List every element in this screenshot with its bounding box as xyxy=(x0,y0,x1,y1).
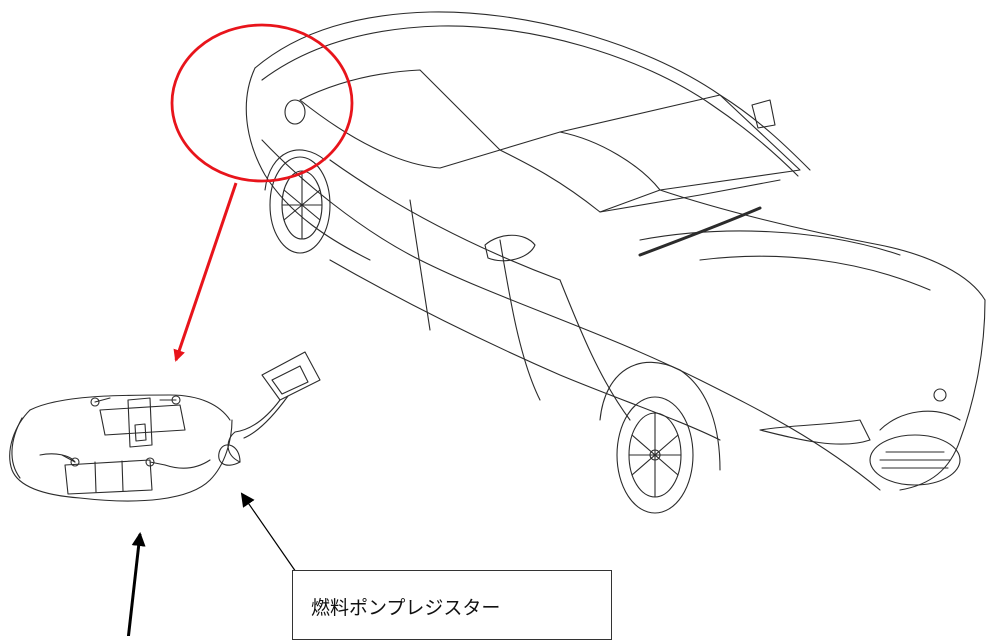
car-icon xyxy=(245,11,986,514)
harness-pointer-arrow xyxy=(126,532,146,636)
callout-label: 燃料ポンプレジスター xyxy=(311,597,501,619)
callout-box: 燃料ポンプレジスター xyxy=(292,570,612,640)
highlight-arrow xyxy=(173,182,238,362)
label-pointer-arrow xyxy=(240,492,297,573)
highlight-circle xyxy=(170,23,354,183)
resistor-harness-icon xyxy=(9,351,321,502)
